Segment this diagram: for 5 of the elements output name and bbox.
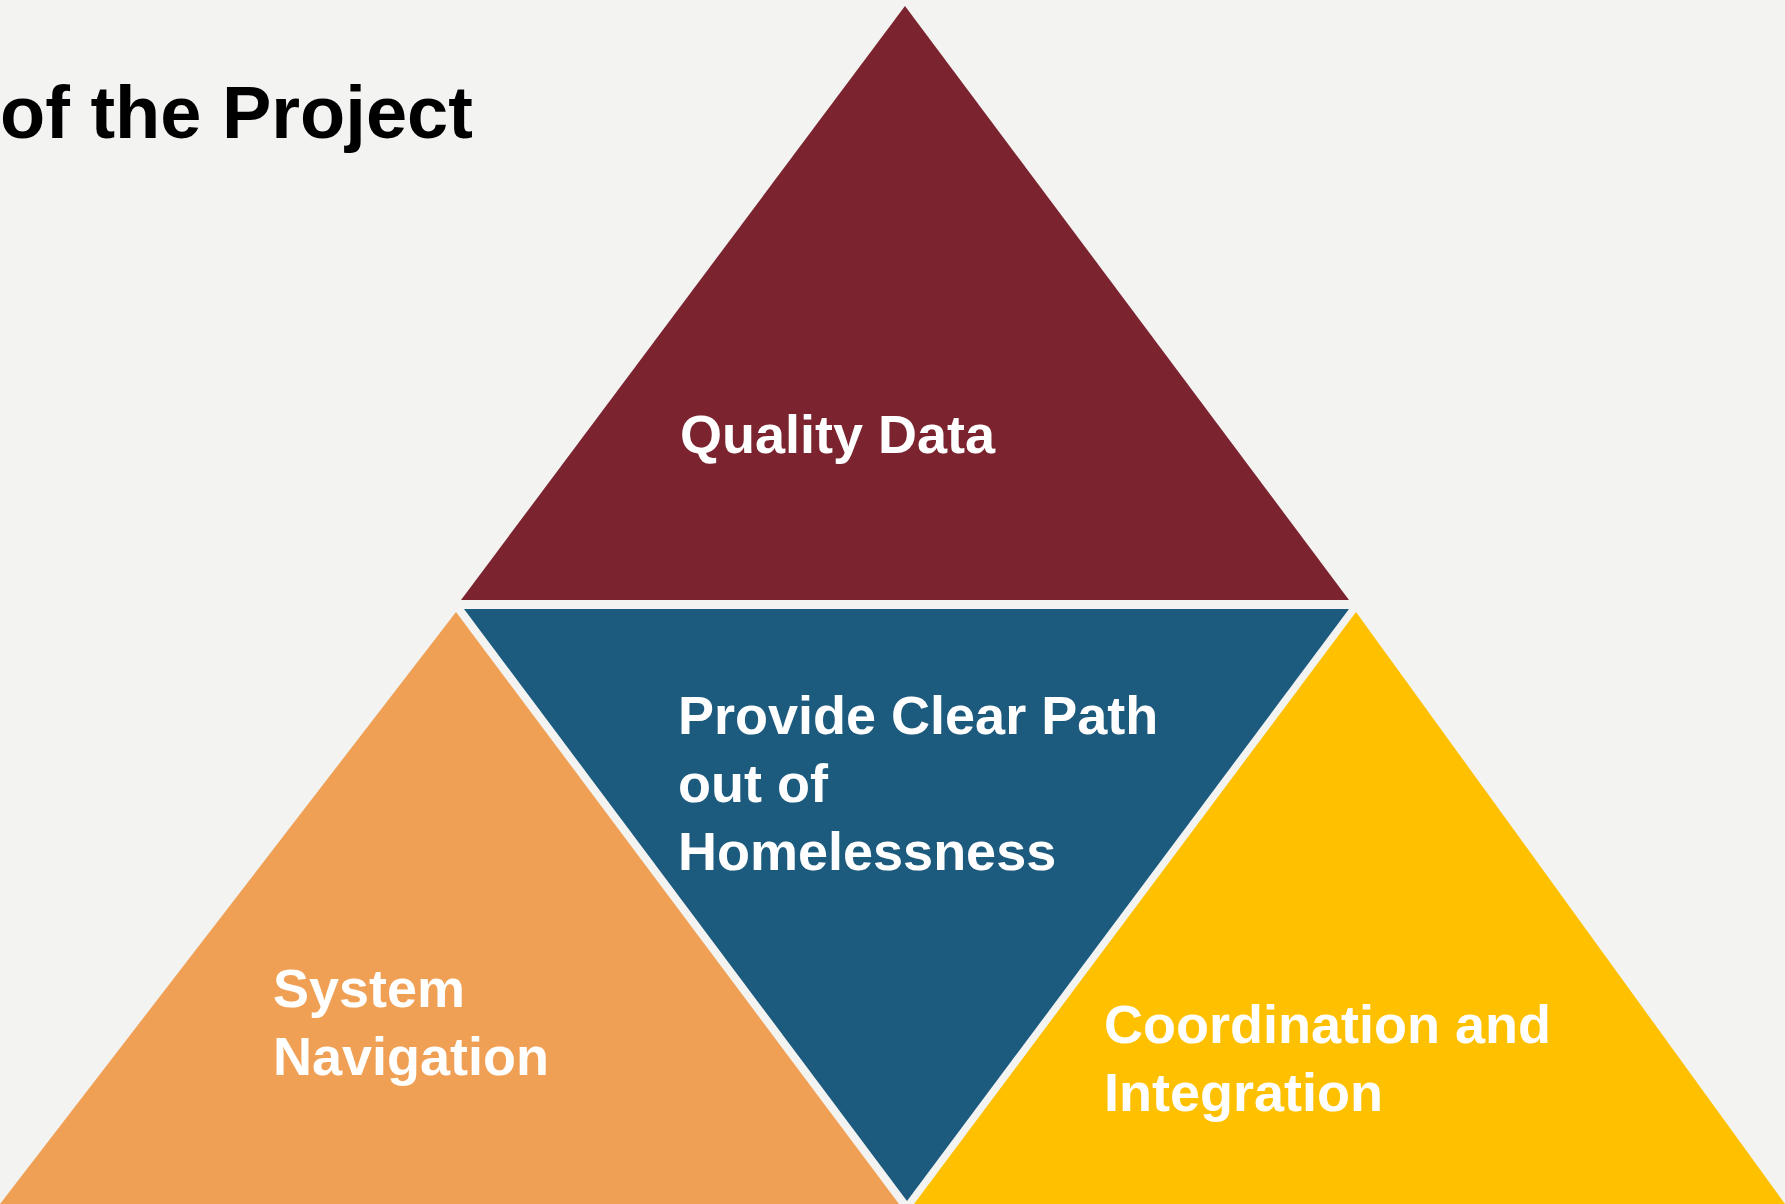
triangle-label: System Navigation [273,957,551,1088]
triangle-label: Provide Clear Path out of Homelessness [678,684,1160,883]
title: of the Project [0,70,473,155]
triangle-label: Coordination and Integration [1104,993,1552,1124]
triangle-label: Quality Data [680,403,997,466]
